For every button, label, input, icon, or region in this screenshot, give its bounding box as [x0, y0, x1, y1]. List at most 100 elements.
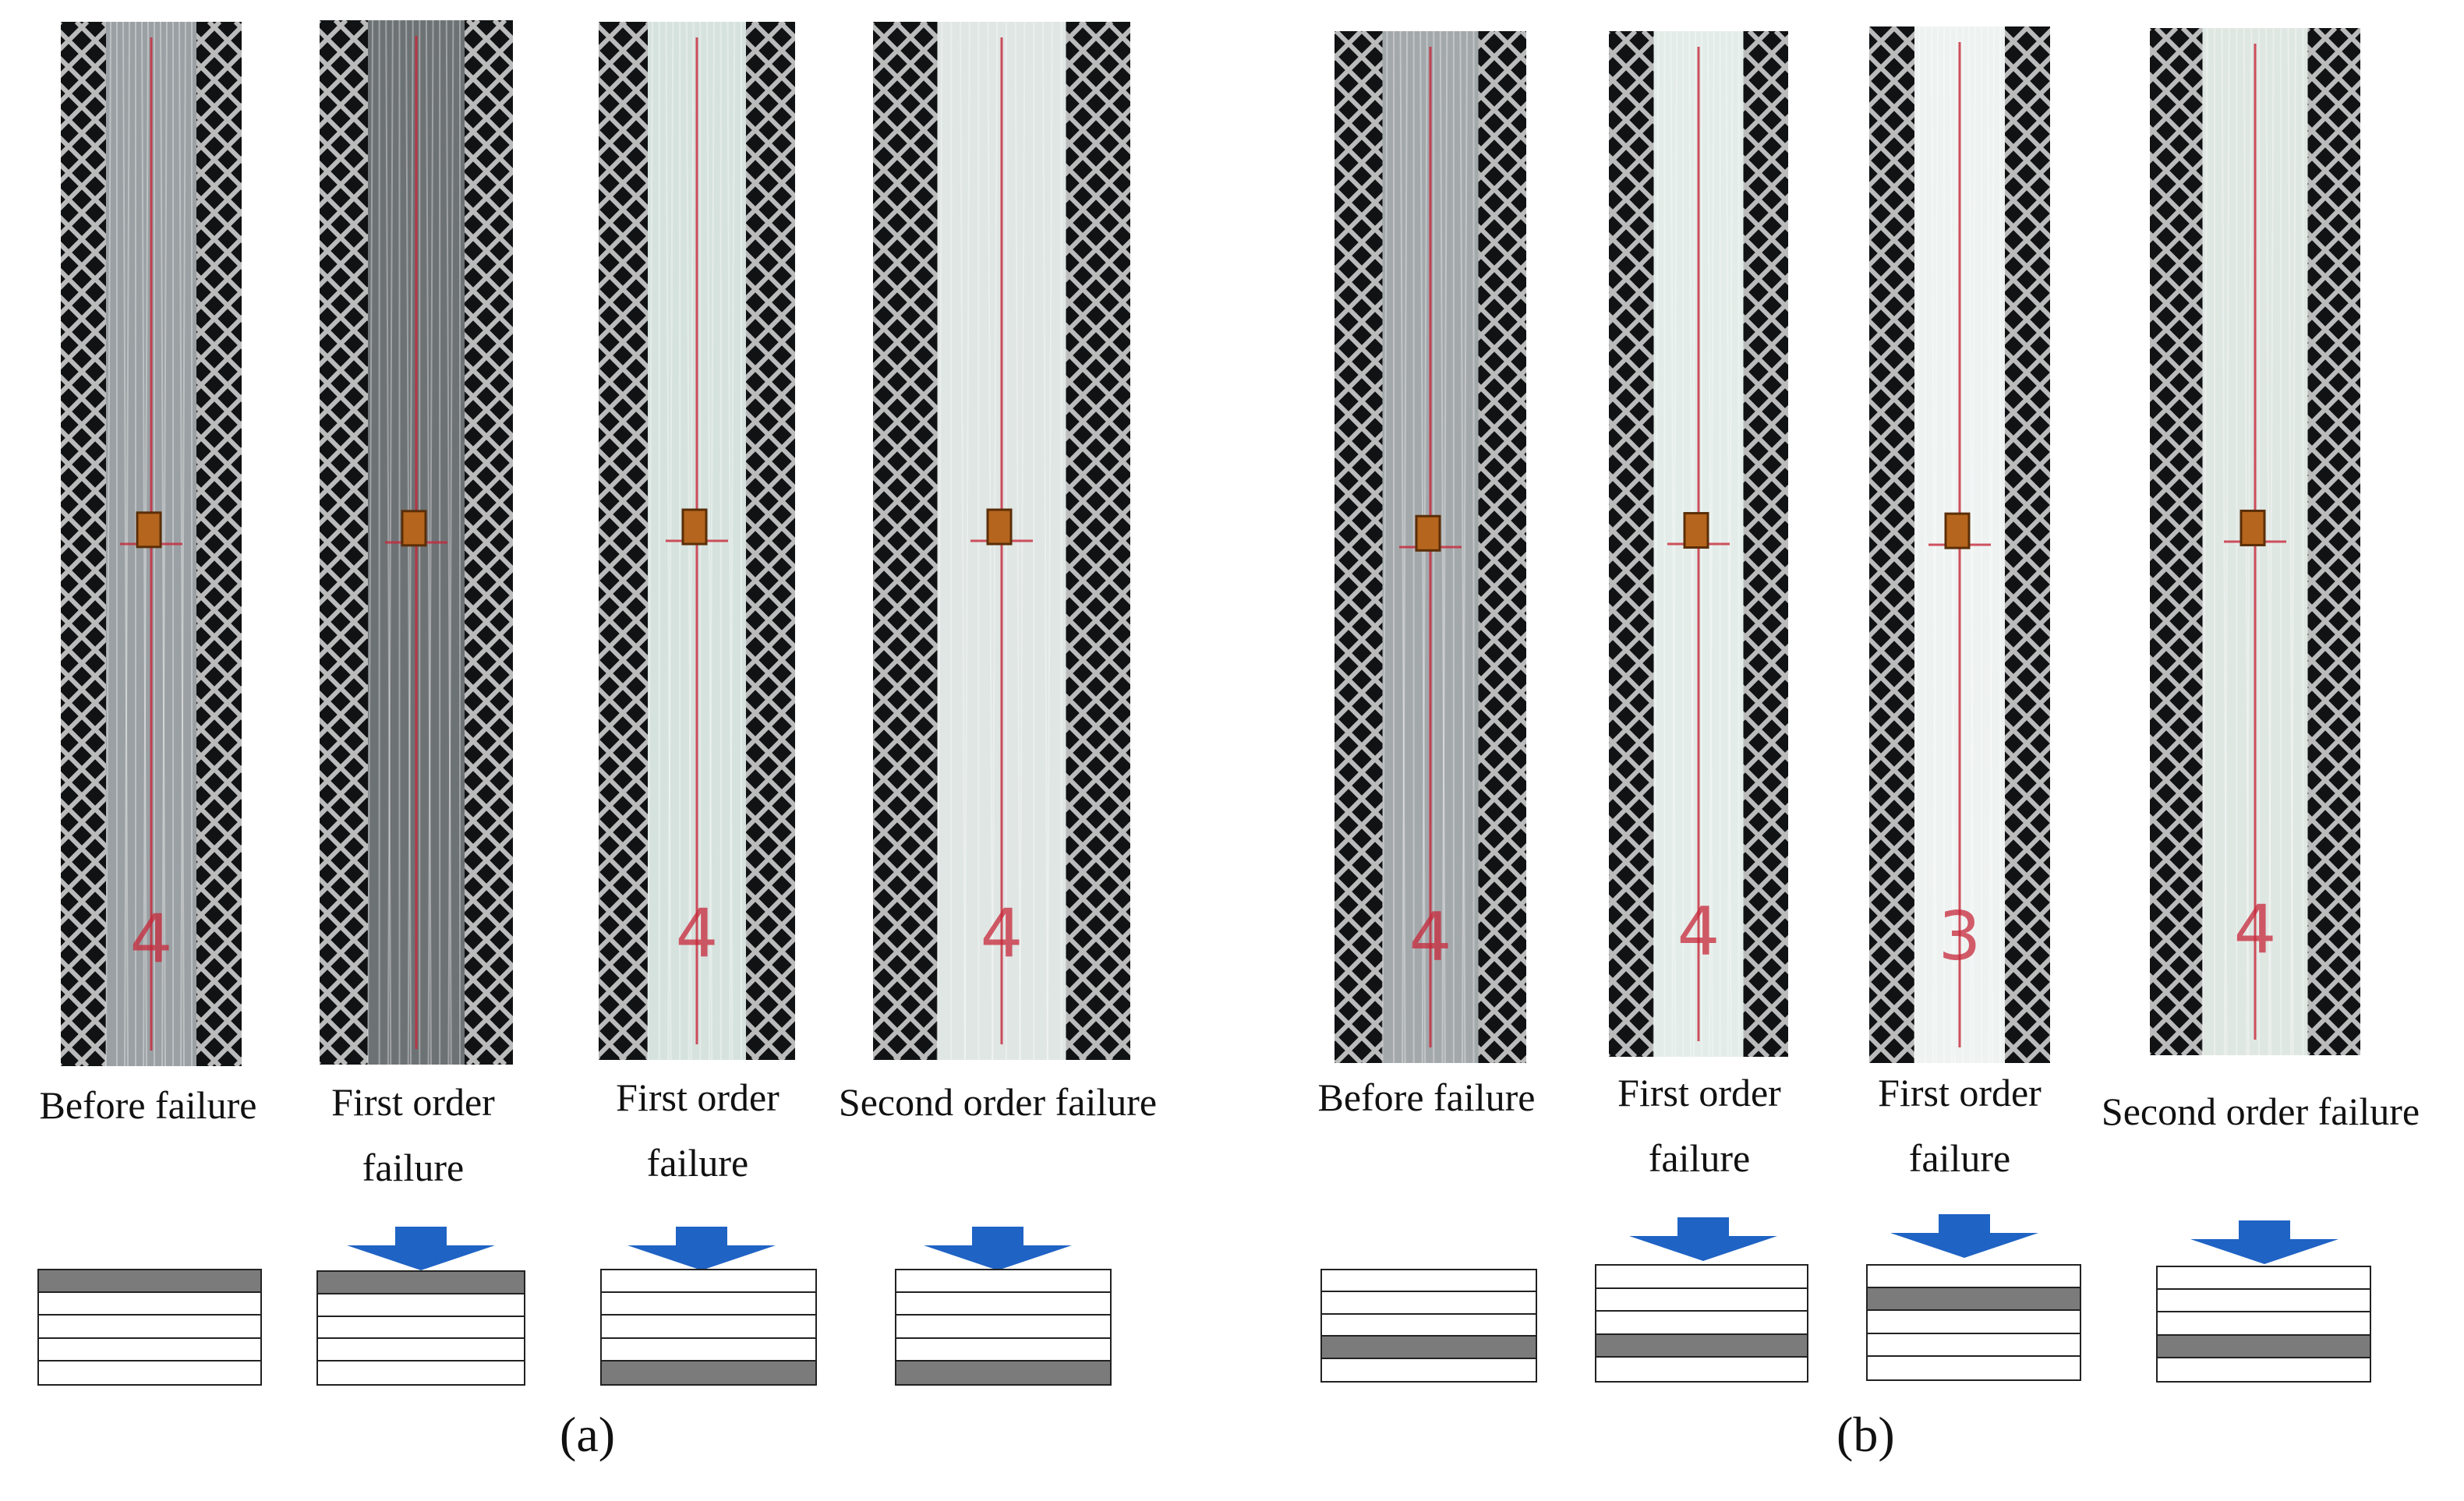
ply-layer — [1868, 1334, 2080, 1357]
strip-number: 4 — [981, 895, 1023, 973]
specimen-photo-a1: 4 — [61, 22, 242, 1066]
specimen-photo-svg: 4 — [1609, 31, 1788, 1057]
ply-layer — [1596, 1312, 1807, 1335]
strip-number: 4 — [130, 900, 173, 978]
ply-stack-a2 — [316, 1270, 525, 1386]
ply-layer — [318, 1361, 524, 1384]
ply-layer — [318, 1294, 524, 1317]
ply-layer — [896, 1293, 1110, 1316]
ply-layer — [2158, 1335, 2370, 1358]
ply-layer — [896, 1316, 1110, 1339]
strip-number: 4 — [1677, 892, 1720, 970]
ply-layer — [2158, 1358, 2370, 1381]
strip-number: 4 — [2234, 891, 2277, 969]
strip-number: 4 — [1409, 899, 1452, 977]
ply-stack-b2 — [1595, 1264, 1808, 1383]
ply-layer — [1596, 1289, 1807, 1312]
ply-layer — [1868, 1357, 2080, 1379]
ply-stack-a1 — [37, 1269, 262, 1386]
ply-stack-b3 — [1866, 1264, 2081, 1381]
strain-gauge — [1944, 512, 1971, 549]
caption-a4: Second order failure — [838, 1080, 1158, 1124]
ply-stack-a3 — [600, 1269, 817, 1386]
arrow-svg — [1890, 1214, 2038, 1258]
ply-layer — [2158, 1267, 2370, 1291]
strip-number: 4 — [676, 895, 719, 973]
specimen-photo-svg: 4 — [599, 22, 795, 1060]
strain-gauge — [401, 510, 427, 547]
panel-label-b: (b) — [1837, 1407, 1895, 1462]
arrow-svg — [627, 1227, 776, 1270]
ply-layer — [1322, 1270, 1536, 1293]
arrow-svg — [347, 1227, 495, 1270]
specimen-photo-b2: 4 — [1609, 31, 1788, 1057]
load-arrow-icon — [627, 1227, 776, 1270]
caption-a1: Before failure — [39, 1083, 257, 1127]
ply-layer — [1322, 1292, 1536, 1315]
ply-layer — [39, 1316, 260, 1339]
panel-label-a: (a) — [560, 1407, 616, 1462]
specimen-photo-svg: 3 — [1869, 26, 2050, 1063]
specimen-photo-b4: 4 — [2150, 28, 2360, 1055]
ply-layer — [1322, 1315, 1536, 1337]
ply-layer — [39, 1361, 260, 1384]
ply-layer — [318, 1272, 524, 1294]
specimen-photo-a4: 4 — [873, 22, 1130, 1060]
arrow-svg — [2190, 1220, 2339, 1264]
ply-layer — [602, 1270, 815, 1294]
ply-layer — [318, 1317, 524, 1340]
specimen-photo-svg: 4 — [61, 22, 242, 1066]
strain-gauge — [681, 508, 708, 546]
specimen-photo-svg: 4 — [873, 22, 1130, 1060]
ply-layer — [602, 1316, 815, 1339]
specimen-photo-a3: 4 — [599, 22, 795, 1060]
ply-layer — [1596, 1266, 1807, 1289]
arrow-svg — [1629, 1217, 1777, 1261]
load-arrow-icon — [1629, 1217, 1777, 1261]
ply-layer — [1596, 1334, 1807, 1358]
ply-layer — [39, 1339, 260, 1361]
ply-layer — [318, 1339, 524, 1362]
ply-layer — [2158, 1290, 2370, 1313]
load-arrow-icon — [347, 1227, 495, 1270]
ply-layer — [602, 1293, 815, 1316]
arrow-svg — [924, 1227, 1072, 1270]
ply-layer — [1868, 1266, 2080, 1289]
ply-layer — [1868, 1288, 2080, 1312]
load-arrow-icon — [1890, 1214, 2038, 1258]
ply-layer — [39, 1293, 260, 1316]
strain-gauge — [1415, 514, 1441, 552]
ply-layer — [602, 1339, 815, 1361]
caption-b1: Before failure — [1317, 1075, 1536, 1119]
ply-stack-a4 — [895, 1269, 1112, 1386]
specimen-photo-svg: 4 — [2150, 28, 2360, 1055]
ply-layer — [1322, 1337, 1536, 1359]
ply-layer — [1596, 1358, 1807, 1381]
strain-gauge — [986, 508, 1013, 546]
ply-layer — [602, 1361, 815, 1384]
load-arrow-icon — [2190, 1220, 2339, 1264]
specimen-photo-svg: 4 — [1335, 31, 1526, 1063]
strain-gauge — [2240, 509, 2266, 546]
strain-gauge — [1683, 512, 1709, 549]
caption-b4: Second order failure — [2101, 1090, 2420, 1133]
ply-layer — [1868, 1311, 2080, 1334]
load-arrow-icon — [924, 1227, 1072, 1270]
ply-layer — [896, 1361, 1110, 1384]
ply-layer — [2158, 1312, 2370, 1336]
ply-layer — [896, 1270, 1110, 1294]
ply-layer — [1322, 1359, 1536, 1381]
ply-stack-b1 — [1320, 1269, 1537, 1383]
strip-number: 3 — [1939, 898, 1981, 976]
specimen-photo-a2 — [320, 20, 513, 1065]
ply-layer — [896, 1339, 1110, 1361]
ply-stack-b4 — [2156, 1266, 2371, 1383]
ply-layer — [39, 1270, 260, 1294]
specimen-photo-svg — [320, 20, 513, 1065]
specimen-photo-b1: 4 — [1335, 31, 1526, 1063]
strain-gauge — [136, 511, 162, 549]
